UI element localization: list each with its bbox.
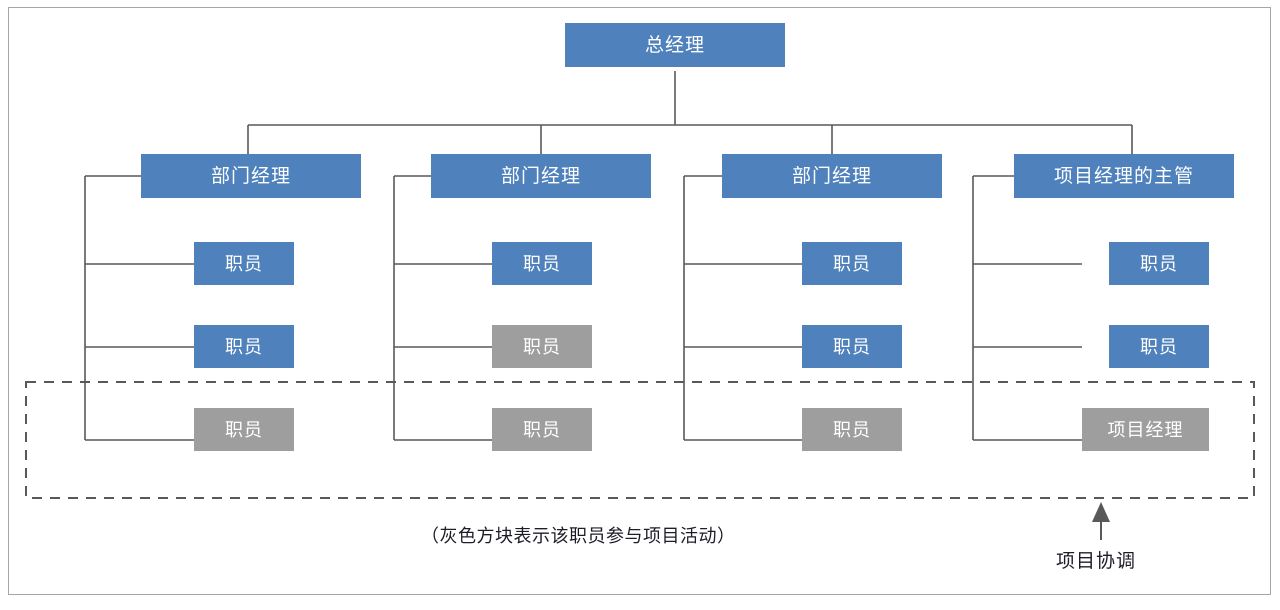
node-label: 职员 xyxy=(225,253,263,274)
node-label: 职员 xyxy=(833,253,871,274)
node-label: 职员 xyxy=(833,419,871,440)
node-column-4-member-1[interactable]: 职员 xyxy=(1109,242,1209,285)
node-column-3-member-3[interactable]: 职员 xyxy=(802,408,902,451)
node-column-2-head[interactable]: 部门经理 xyxy=(431,154,651,198)
node-column-1-head[interactable]: 部门经理 xyxy=(141,154,361,198)
node-label: 部门经理 xyxy=(500,165,581,187)
node-column-1-member-1[interactable]: 职员 xyxy=(194,242,294,285)
node-column-2-member-1[interactable]: 职员 xyxy=(492,242,592,285)
node-column-1-member-3[interactable]: 职员 xyxy=(194,408,294,451)
node-label: 职员 xyxy=(225,336,263,357)
node-label: 部门经理 xyxy=(791,165,872,187)
node-label: 职员 xyxy=(523,253,561,274)
node-label: 职员 xyxy=(523,336,561,357)
node-general-manager[interactable]: 总经理 xyxy=(565,23,785,67)
node-column-3-head[interactable]: 部门经理 xyxy=(722,154,942,198)
node-column-2-member-3[interactable]: 职员 xyxy=(492,408,592,451)
node-column-4-member-3[interactable]: 项目经理 xyxy=(1082,408,1209,451)
node-label: 部门经理 xyxy=(210,165,291,187)
node-label: 职员 xyxy=(1140,336,1178,357)
node-label: 职员 xyxy=(1140,253,1178,274)
project-coordination-label: 项目协调 xyxy=(1056,551,1137,572)
node-label: 项目经理的主管 xyxy=(1053,165,1194,187)
diagram-outer-frame xyxy=(8,7,1271,595)
node-column-3-member-1[interactable]: 职员 xyxy=(802,242,902,285)
node-column-4-member-2[interactable]: 职员 xyxy=(1109,325,1209,368)
node-label: 职员 xyxy=(523,419,561,440)
node-column-2-member-2[interactable]: 职员 xyxy=(492,325,592,368)
node-label: 总经理 xyxy=(644,34,705,56)
node-column-3-member-2[interactable]: 职员 xyxy=(802,325,902,368)
legend-caption: （灰色方块表示该职员参与项目活动） xyxy=(421,526,736,546)
node-column-1-member-2[interactable]: 职员 xyxy=(194,325,294,368)
node-label: 职员 xyxy=(833,336,871,357)
node-label: 职员 xyxy=(225,419,263,440)
node-column-4-head[interactable]: 项目经理的主管 xyxy=(1014,154,1234,198)
node-label: 项目经理 xyxy=(1107,419,1184,440)
